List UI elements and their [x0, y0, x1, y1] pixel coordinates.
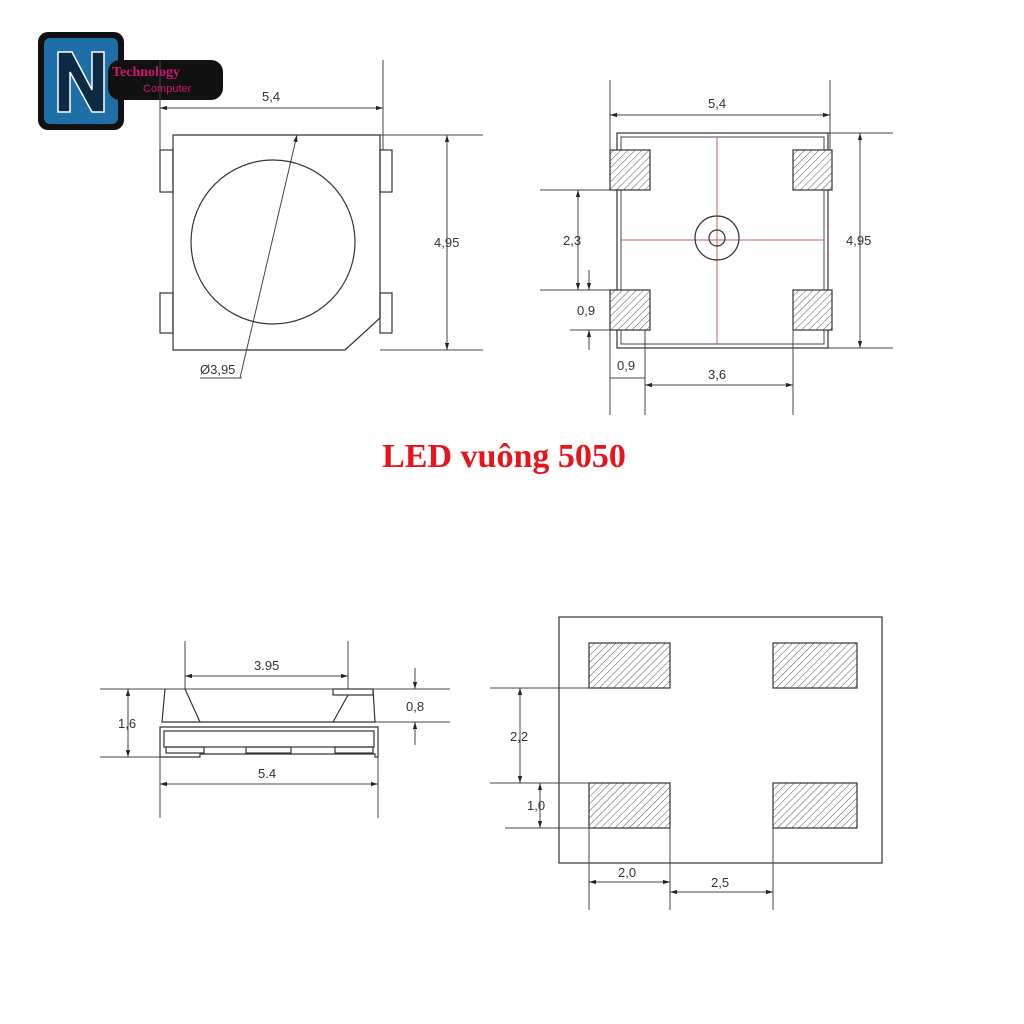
fp-pad-width-label: 2,0 [618, 865, 636, 880]
side-view: 3.95 1,6 0,8 5.4 [100, 641, 450, 818]
logo-text-computer: Computer [143, 83, 192, 95]
fp-pad-spacing-h-label: 2,5 [711, 875, 729, 890]
footprint-view: 2,2 1,0 2,0 2,5 [490, 616, 883, 910]
pad-width-label: 0,9 [617, 358, 635, 373]
fp-pad-spacing-v-label: 2,2 [510, 729, 528, 744]
page-title: LED vuông 5050 [382, 438, 626, 475]
lens-width-label: 3.95 [254, 658, 279, 673]
side-width-label: 5.4 [258, 766, 276, 781]
logo-text-technology: Technology [112, 65, 180, 80]
logo: Technology Computer [38, 32, 223, 130]
pad-height-label: 0,9 [577, 303, 595, 318]
bottom-height-label: 4,95 [846, 233, 871, 248]
pad-spacing-v-label: 2,3 [563, 233, 581, 248]
top-view: 5,4 4,95 Ø3,95 [159, 60, 483, 379]
bottom-width-label: 5,4 [708, 96, 726, 111]
top-width-label: 5,4 [262, 89, 280, 104]
pad-spacing-h-label: 3,6 [708, 367, 726, 382]
side-height-label: 1,6 [118, 716, 136, 731]
lens-diameter-label: Ø3,95 [200, 362, 235, 377]
bottom-view: 5,4 4,95 2,3 0,9 0,9 3,6 [540, 80, 893, 415]
fp-pad-height-label: 1,0 [527, 798, 545, 813]
lens-height-label: 0,8 [406, 699, 424, 714]
top-height-label: 4,95 [434, 235, 459, 250]
